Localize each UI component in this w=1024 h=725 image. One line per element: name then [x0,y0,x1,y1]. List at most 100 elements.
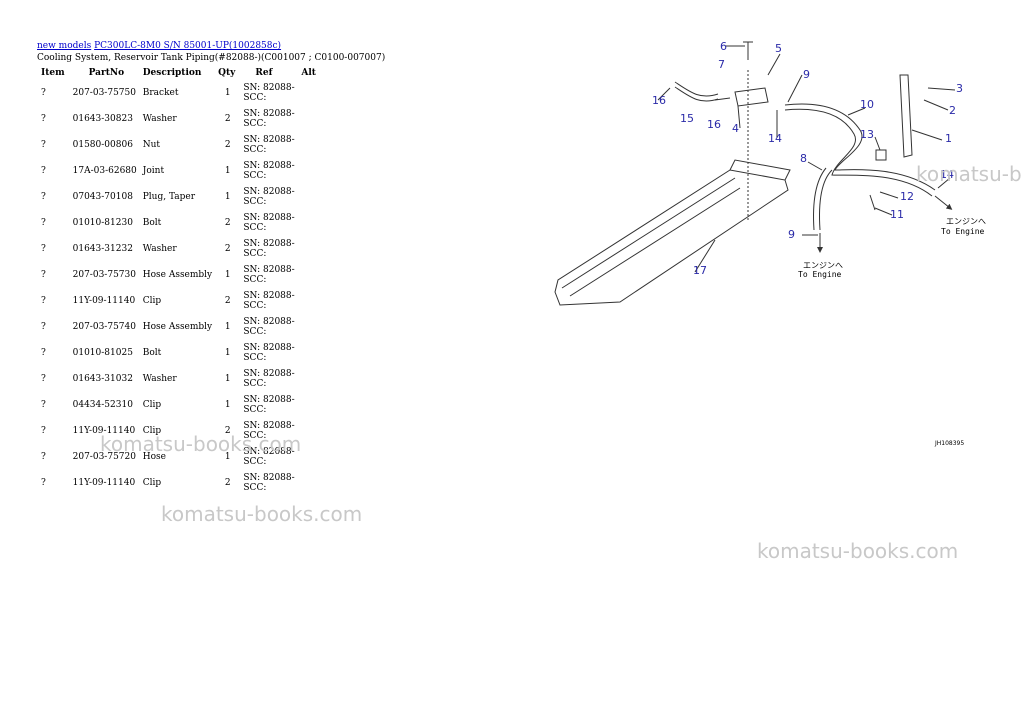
cell-item: ? [41,114,46,124]
parts-table: Item PartNo Description Qty Ref Alt ? 207… [37,66,320,496]
cell-alt [297,288,320,314]
cell-partno: 11Y-09-11140 [72,478,136,488]
header-partno: PartNo [88,68,125,78]
cell-qty: 2 [224,426,231,436]
callout-number: 15 [680,112,694,125]
header-description: Description [142,68,202,78]
engine-label-en-2: To Engine [941,227,985,236]
cell-qty: 1 [224,192,231,202]
callout-number: 14 [768,132,782,145]
cell-item: ? [41,426,46,436]
cell-description: Washer [142,374,177,384]
bracket-4 [734,87,769,107]
callout-number: 8 [800,152,807,165]
cell-ref: SN: 82088-SCC: [243,395,295,415]
cell-description: Hose [142,452,166,462]
hose-8 [819,169,833,231]
cell-qty: 1 [224,88,231,98]
breadcrumb-link-model[interactable]: PC300LC-8M0 S/N 85001-UP(1002858c) [94,41,282,51]
cell-item: ? [41,348,46,358]
cell-partno: 207-03-75720 [72,452,136,462]
cell-qty: 1 [224,322,231,332]
engine-label-en-1: To Engine [798,270,842,279]
cell-alt [297,132,320,158]
cell-description: Clip [142,426,162,436]
cell-alt [297,340,320,366]
cell-item: ? [41,270,46,280]
cell-ref: SN: 82088-SCC: [243,447,295,467]
cell-item: ? [41,140,46,150]
callout-number: 6 [720,40,727,53]
cell-alt [297,262,320,288]
callout-number: 16 [652,94,666,107]
cell-item: ? [41,218,46,228]
table-row: ? 11Y-09-11140 Clip 2 SN: 82088-SCC: [37,288,320,314]
breadcrumb: new models PC300LC-8M0 S/N 85001-UP(1002… [37,40,281,52]
cell-alt [297,236,320,262]
cell-description: Bracket [142,88,179,98]
callout-number: 14 [940,168,954,181]
watermark: komatsu-books.com [757,539,959,563]
bracket-1 [899,74,913,158]
frame-member [554,169,789,306]
cell-ref: SN: 82088-SCC: [243,369,295,389]
cell-partno: 01010-81025 [72,348,133,358]
cell-qty: 2 [224,218,231,228]
cell-ref: SN: 82088-SCC: [243,109,295,129]
cell-ref: SN: 82088-SCC: [243,421,295,441]
hose-10 [784,103,936,191]
hose-15 [674,81,719,97]
cell-alt [297,418,320,444]
callout-number: 11 [890,208,904,221]
cell-qty: 1 [224,270,231,280]
cell-item: ? [41,192,46,202]
cell-description: Hose Assembly [142,270,213,280]
cell-qty: 2 [224,478,231,488]
cell-partno: 207-03-75740 [72,322,136,332]
cell-partno: 11Y-09-11140 [72,296,136,306]
cell-item: ? [41,296,46,306]
table-header-row: Item PartNo Description Qty Ref Alt [37,66,320,80]
cell-item: ? [41,400,46,410]
cell-partno: 01010-81230 [72,218,133,228]
cell-ref: SN: 82088-SCC: [243,343,295,363]
cell-description: Plug, Taper [142,192,196,202]
cell-description: Bolt [142,218,162,228]
cell-alt [297,444,320,470]
cell-qty: 2 [224,114,231,124]
cell-alt [297,158,320,184]
watermark: komatsu-books.com [161,502,363,526]
cell-item: ? [41,88,46,98]
callout-number: 7 [718,58,725,71]
cell-alt [297,80,320,106]
cell-description: Bolt [142,348,162,358]
cell-ref: SN: 82088-SCC: [243,161,295,181]
callout-number: 2 [949,104,956,117]
cell-alt [297,210,320,236]
cell-qty: 1 [224,374,231,384]
cell-alt [297,106,320,132]
cell-alt [297,366,320,392]
cell-ref: SN: 82088-SCC: [243,239,295,259]
callout-number: 9 [788,228,795,241]
drawing-id: JH108395 [934,440,964,447]
cell-ref: SN: 82088-SCC: [243,291,295,311]
cell-qty: 2 [224,296,231,306]
cell-description: Joint [142,166,165,176]
callout-number: 13 [860,128,874,141]
callout-number: 1 [945,132,952,145]
engine-label-jp-2: エンジンへ [946,217,986,226]
callout-number: 17 [693,264,707,277]
cell-ref: SN: 82088-SCC: [243,473,295,493]
cell-description: Clip [142,478,162,488]
cell-description: Clip [142,296,162,306]
breadcrumb-link-new-models[interactable]: new models [37,41,92,51]
cell-item: ? [41,244,46,254]
